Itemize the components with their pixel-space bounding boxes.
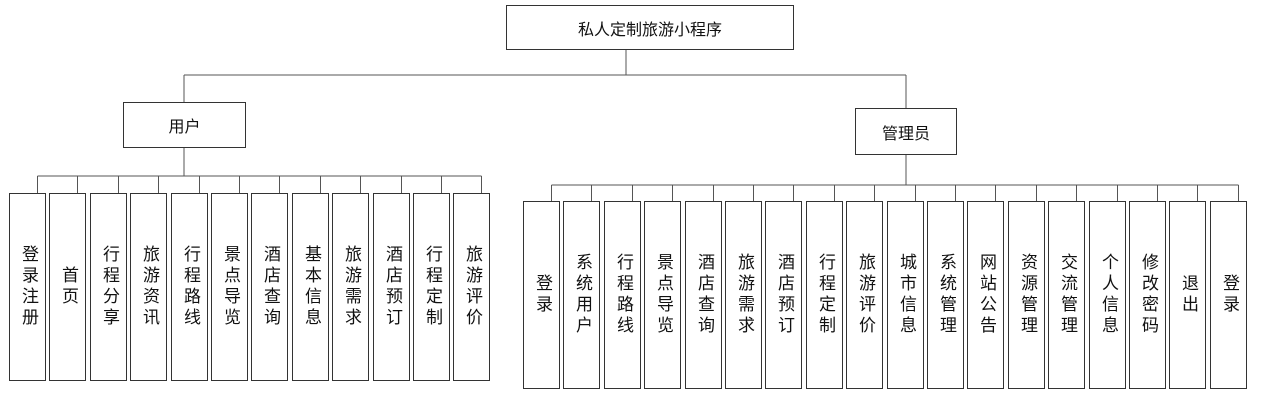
user-function-box: 酒店预订 [373, 193, 410, 381]
admin-function-box: 资源管理 [1008, 201, 1045, 389]
admin-function-label: 网站公告 [976, 253, 996, 337]
admin-function-box: 系统管理 [927, 201, 964, 389]
admin-function-label: 城市信息 [896, 253, 916, 337]
user-function-box: 首页 [49, 193, 86, 381]
admin-function-label: 景点导览 [653, 253, 673, 337]
admin-function-box: 登录 [1210, 201, 1247, 389]
admin-function-label: 旅游需求 [734, 253, 754, 337]
admin-function-box: 旅游需求 [725, 201, 762, 389]
admin-function-label: 修改密码 [1138, 253, 1158, 337]
user-function-label: 基本信息 [301, 245, 321, 329]
admin-function-box: 酒店查询 [685, 201, 722, 389]
admin-function-box: 交流管理 [1048, 201, 1085, 389]
admin-function-label: 系统管理 [936, 253, 956, 337]
admin-function-label: 行程定制 [815, 253, 835, 337]
root-label: 私人定制旅游小程序 [577, 19, 722, 39]
admin-function-box: 登录 [523, 201, 560, 389]
admin-function-box: 酒店预订 [765, 201, 802, 389]
user-function-label: 旅游评价 [462, 245, 482, 329]
user-function-box: 旅游评价 [453, 193, 490, 381]
admin-function-box: 旅游评价 [846, 201, 883, 389]
admin-function-label: 行程路线 [613, 253, 633, 337]
admin-function-box: 行程定制 [806, 201, 843, 389]
root-node: 私人定制旅游小程序 [506, 5, 794, 50]
admin-function-box: 退出 [1169, 201, 1206, 389]
user-function-box: 基本信息 [292, 193, 329, 381]
user-function-box: 行程分享 [90, 193, 127, 381]
admin-function-label: 登录 [1219, 274, 1239, 316]
user-function-box: 行程路线 [171, 193, 208, 381]
branch-node-admin: 管理员 [855, 108, 957, 155]
user-function-label: 登录注册 [18, 245, 38, 329]
branch-label-admin: 管理员 [881, 123, 930, 143]
admin-function-label: 个人信息 [1098, 253, 1118, 337]
user-function-box: 旅游资讯 [130, 193, 167, 381]
user-function-box: 登录注册 [9, 193, 46, 381]
user-function-label: 酒店查询 [260, 245, 280, 329]
user-function-label: 景点导览 [220, 245, 240, 329]
admin-function-box: 修改密码 [1129, 201, 1166, 389]
user-function-box: 景点导览 [211, 193, 248, 381]
admin-function-label: 登录 [532, 274, 552, 316]
admin-function-label: 退出 [1178, 274, 1198, 316]
user-function-label: 旅游资讯 [139, 245, 159, 329]
user-function-box: 酒店查询 [251, 193, 288, 381]
user-function-label: 行程路线 [180, 245, 200, 329]
user-function-box: 旅游需求 [332, 193, 369, 381]
admin-function-box: 系统用户 [563, 201, 600, 389]
admin-function-label: 旅游评价 [855, 253, 875, 337]
user-function-label: 酒店预订 [382, 245, 402, 329]
user-function-box: 行程定制 [413, 193, 450, 381]
admin-function-label: 资源管理 [1017, 253, 1037, 337]
user-function-label: 行程分享 [99, 245, 119, 329]
user-function-label: 首页 [58, 266, 78, 308]
admin-function-box: 个人信息 [1089, 201, 1126, 389]
admin-function-box: 行程路线 [604, 201, 641, 389]
admin-function-label: 系统用户 [572, 253, 592, 337]
admin-function-box: 景点导览 [644, 201, 681, 389]
user-function-label: 行程定制 [422, 245, 442, 329]
admin-function-label: 酒店预订 [774, 253, 794, 337]
admin-function-box: 城市信息 [887, 201, 924, 389]
user-function-label: 旅游需求 [341, 245, 361, 329]
admin-function-box: 网站公告 [967, 201, 1004, 389]
branch-node-user: 用户 [123, 102, 246, 148]
branch-label-user: 用户 [168, 117, 201, 136]
admin-function-label: 酒店查询 [694, 253, 714, 337]
admin-function-label: 交流管理 [1057, 253, 1077, 337]
